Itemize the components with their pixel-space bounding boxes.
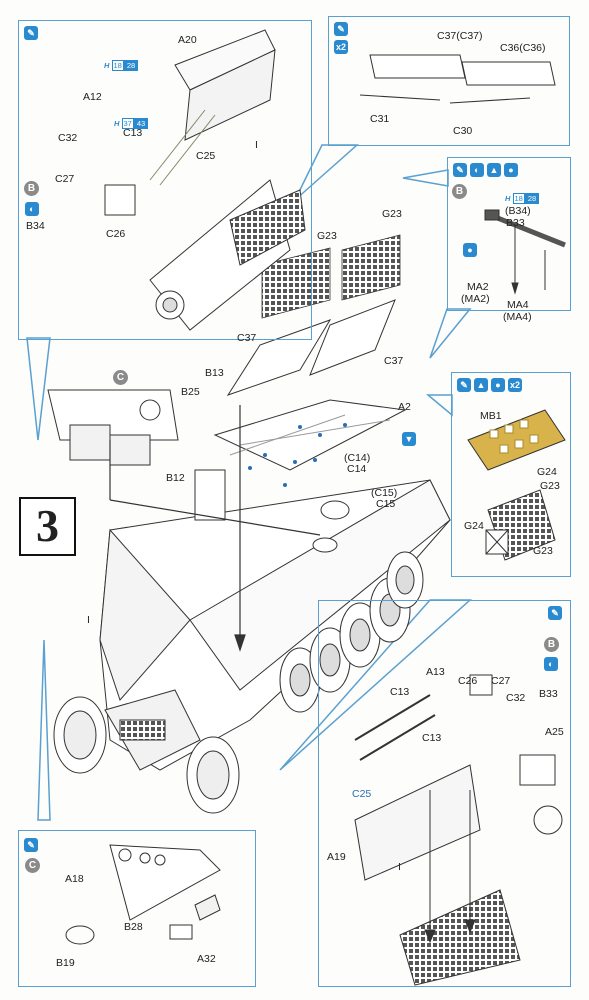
x2-icon: x2 xyxy=(334,40,348,54)
part-label: B34 xyxy=(26,220,45,232)
tl-panel-drawing xyxy=(104,29,306,331)
part-label: C13 xyxy=(390,686,410,698)
part-label: A13 xyxy=(426,666,445,678)
tr-panel-drawing xyxy=(359,54,556,104)
bl-panel-drawing xyxy=(65,844,221,945)
ammo-rack-g23 xyxy=(261,234,401,319)
part-label: C13 xyxy=(123,127,143,139)
part-label: C32 xyxy=(506,692,526,704)
part-label: C36(C36) xyxy=(500,42,546,54)
part-label: G23 xyxy=(540,480,560,492)
part-label: A32 xyxy=(197,953,216,965)
part-label: (C14) xyxy=(344,452,371,464)
glue-brush-icon: ✎ xyxy=(24,26,38,40)
part-label: C25 xyxy=(196,150,216,162)
part-label: C27 xyxy=(491,675,511,687)
glue-brush-icon: ✎ xyxy=(457,378,471,392)
part-label: MA4 xyxy=(507,299,529,311)
mg-drawing xyxy=(484,209,566,295)
option-c-badge: C xyxy=(25,858,40,873)
bend-part-icon: ▲ xyxy=(487,163,501,177)
part-label: A20 xyxy=(178,34,197,46)
option-c-badge: C xyxy=(113,370,128,385)
part-label: C37 xyxy=(384,355,404,367)
part-label: B28 xyxy=(124,921,143,933)
part-label: C25 xyxy=(352,788,372,800)
panel-tl-pointer xyxy=(26,337,51,441)
part-label: C14 xyxy=(347,463,367,475)
panel-pe-frame xyxy=(451,372,571,577)
part-label: (MA2) xyxy=(461,293,490,305)
part-label: MA2 xyxy=(467,281,489,293)
part-label: B25 xyxy=(181,386,200,398)
option-b-badge: B xyxy=(544,637,559,652)
option-b-badge: B xyxy=(452,184,467,199)
part-label: I xyxy=(255,139,258,151)
drill-hole-icon: ● xyxy=(491,378,505,392)
part-label: C27 xyxy=(55,173,75,185)
part-label: B13 xyxy=(205,367,224,379)
part-label: A2 xyxy=(398,401,411,413)
part-label: (MA4) xyxy=(503,311,532,323)
optional-part-icon: ◐ xyxy=(470,163,484,177)
panel-tl-frame xyxy=(18,20,312,340)
glue-brush-icon: ✎ xyxy=(453,163,467,177)
part-label: C30 xyxy=(453,125,473,137)
part-label: A25 xyxy=(545,726,564,738)
panel-br-frame xyxy=(318,600,571,987)
part-label: A19 xyxy=(327,851,346,863)
part-label: G23 xyxy=(317,230,337,242)
glue-brush-icon: ✎ xyxy=(24,838,38,852)
panel-bl-frame xyxy=(18,830,256,987)
part-label: G24 xyxy=(464,520,484,532)
part-label: C32 xyxy=(58,132,78,144)
part-label: C13 xyxy=(422,732,442,744)
halftrack-hull xyxy=(53,399,451,814)
part-label: G23 xyxy=(382,208,402,220)
part-label: B19 xyxy=(56,957,75,969)
part-label: C15 xyxy=(376,498,396,510)
part-label: C31 xyxy=(370,113,390,125)
part-label: B33 xyxy=(506,217,525,229)
glue-brush-icon: ✎ xyxy=(334,22,348,36)
optional-part-icon: ◐ xyxy=(25,202,39,216)
drill-hole-icon: ● xyxy=(463,243,477,257)
part-label: A18 xyxy=(65,873,84,885)
br-panel-drawing xyxy=(354,674,563,986)
glue-brush-icon: ✎ xyxy=(548,606,562,620)
part-label: C37 xyxy=(237,332,257,344)
part-label: B12 xyxy=(166,472,185,484)
part-label: C26 xyxy=(106,228,126,240)
seat-assembly-c xyxy=(47,389,179,466)
part-label: C37(C37) xyxy=(437,30,483,42)
panel-mr-frame xyxy=(447,157,571,311)
part-label: I xyxy=(398,861,401,873)
part-label: (B34) xyxy=(505,205,531,217)
panel-mr-pointer xyxy=(429,308,472,359)
option-b-badge: B xyxy=(24,181,39,196)
drill-hole-icon: ● xyxy=(504,163,518,177)
x2-icon: x2 xyxy=(508,378,522,392)
bend-part-icon: ▲ xyxy=(474,378,488,392)
part-label: G23 xyxy=(533,545,553,557)
optional-part-icon: ◐ xyxy=(544,657,558,671)
part-label: MB1 xyxy=(480,410,502,422)
part-label: C26 xyxy=(458,675,478,687)
panel-tr-frame xyxy=(328,16,570,146)
storage-box-c37 xyxy=(226,299,396,396)
part-label: A12 xyxy=(83,91,102,103)
part-label: B33 xyxy=(539,688,558,700)
part-label: I xyxy=(87,614,90,626)
part-label: (C15) xyxy=(371,487,398,499)
cut-icon: ▼ xyxy=(402,432,416,446)
photo-etch-drawing xyxy=(467,409,566,561)
step-number: 3 xyxy=(19,497,76,556)
part-label: G24 xyxy=(537,466,557,478)
